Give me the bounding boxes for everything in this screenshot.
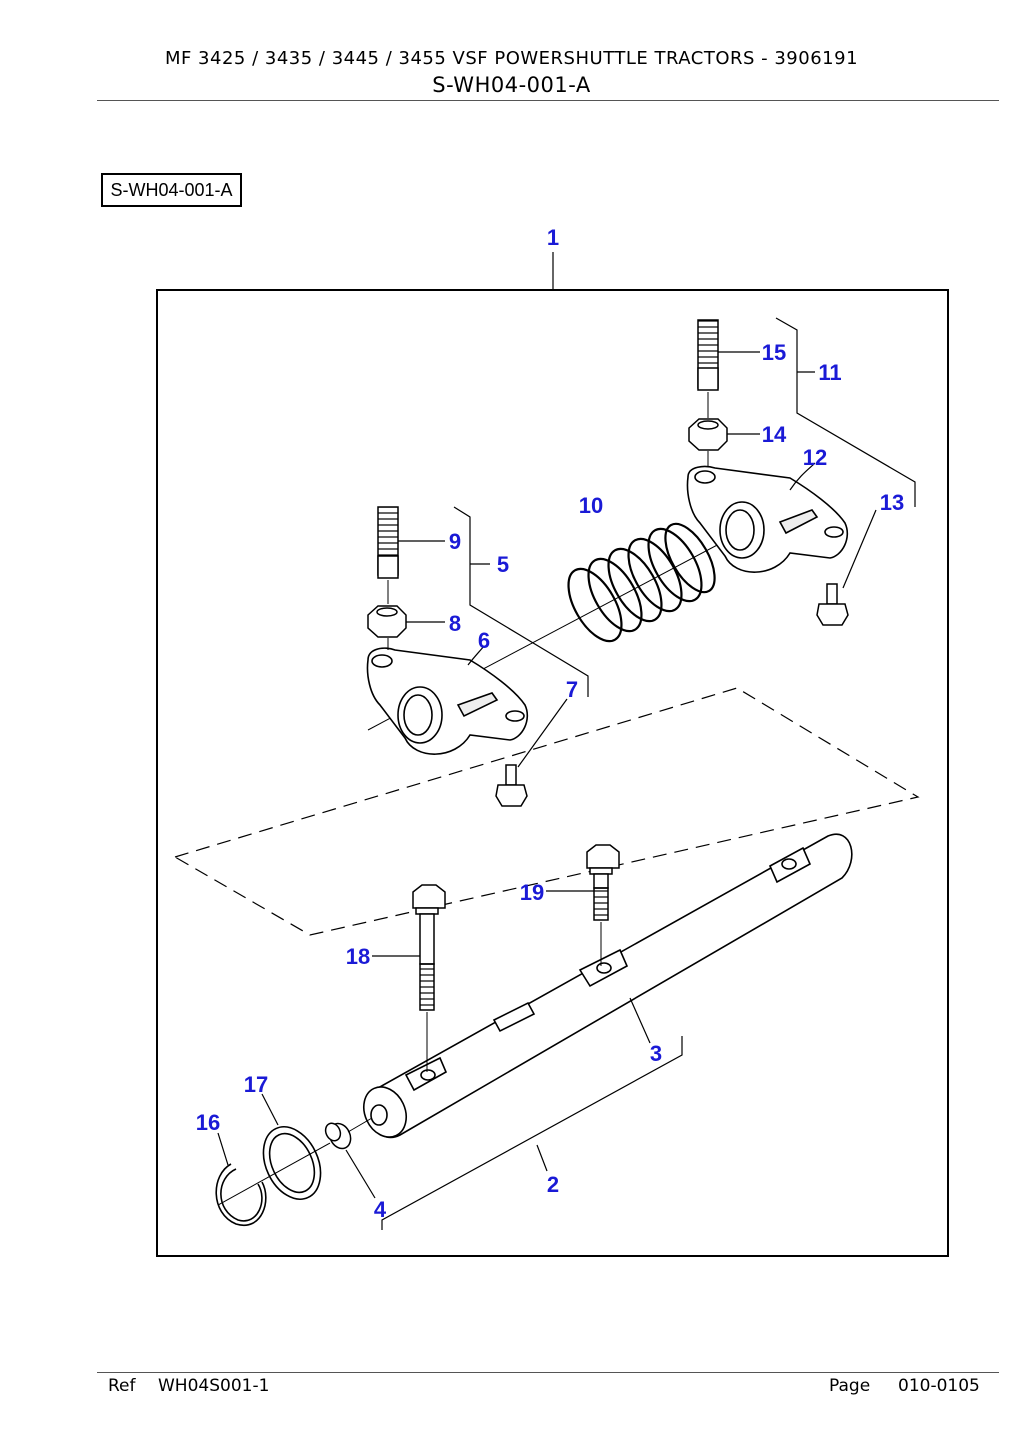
washer-17	[262, 1126, 322, 1200]
footer-rule	[97, 1372, 999, 1373]
dashed-plane	[173, 687, 920, 936]
callout-14: 14	[762, 422, 787, 447]
header-rule	[97, 100, 999, 101]
callout-5: 5	[497, 552, 509, 577]
rocker-arm-12	[686, 465, 849, 573]
callout-16: 16	[196, 1110, 220, 1135]
callout-6: 6	[478, 628, 490, 653]
leader-lines	[217, 317, 916, 1230]
callout-17: 17	[244, 1072, 268, 1097]
document-code: S-WH04-001-A	[432, 73, 591, 97]
callout-19: 19	[520, 880, 544, 905]
callout-11: 11	[818, 360, 841, 385]
callout-12: 12	[803, 445, 827, 470]
footer-ref-value: WH04S001-1	[158, 1376, 270, 1396]
footer-page-label: Page	[829, 1376, 871, 1396]
bolt-7	[495, 764, 528, 807]
spring-10	[567, 522, 716, 643]
diagram-ref-box: S-WH04-001-A	[101, 173, 242, 207]
stud-9	[377, 506, 399, 604]
callout-8: 8	[449, 611, 461, 636]
callout-labels: 1 2 3 4 5 6 7 8 9 10 11 12 13 14 15 16 1…	[196, 225, 904, 1222]
callout-3: 3	[650, 1041, 662, 1066]
callout-15: 15	[762, 340, 786, 365]
assembly-frame	[156, 289, 949, 1257]
callout-13: 13	[880, 490, 904, 515]
callout-10: 10	[579, 493, 603, 518]
bolt-19	[586, 844, 620, 966]
bolt-13	[816, 583, 849, 626]
circlip-16	[215, 1163, 267, 1227]
callout-18: 18	[346, 944, 370, 969]
bolt-18	[412, 884, 446, 1072]
document-title: MF 3425 / 3435 / 3445 / 3455 VSF POWERSH…	[164, 48, 859, 69]
rocker-shaft-3	[363, 833, 853, 1139]
footer-ref-label: Ref	[108, 1376, 136, 1396]
nut-8	[367, 605, 407, 638]
callout-4: 4	[374, 1197, 387, 1222]
callout-2: 2	[547, 1172, 559, 1197]
footer-page-value: 010-0105	[898, 1376, 980, 1396]
rocker-arm-6	[366, 647, 529, 755]
stud-15	[697, 319, 719, 418]
callout-7: 7	[566, 677, 578, 702]
nut-14	[688, 418, 728, 451]
callout-9: 9	[449, 529, 461, 554]
plug-4	[324, 1122, 352, 1150]
callout-1: 1	[547, 225, 559, 250]
